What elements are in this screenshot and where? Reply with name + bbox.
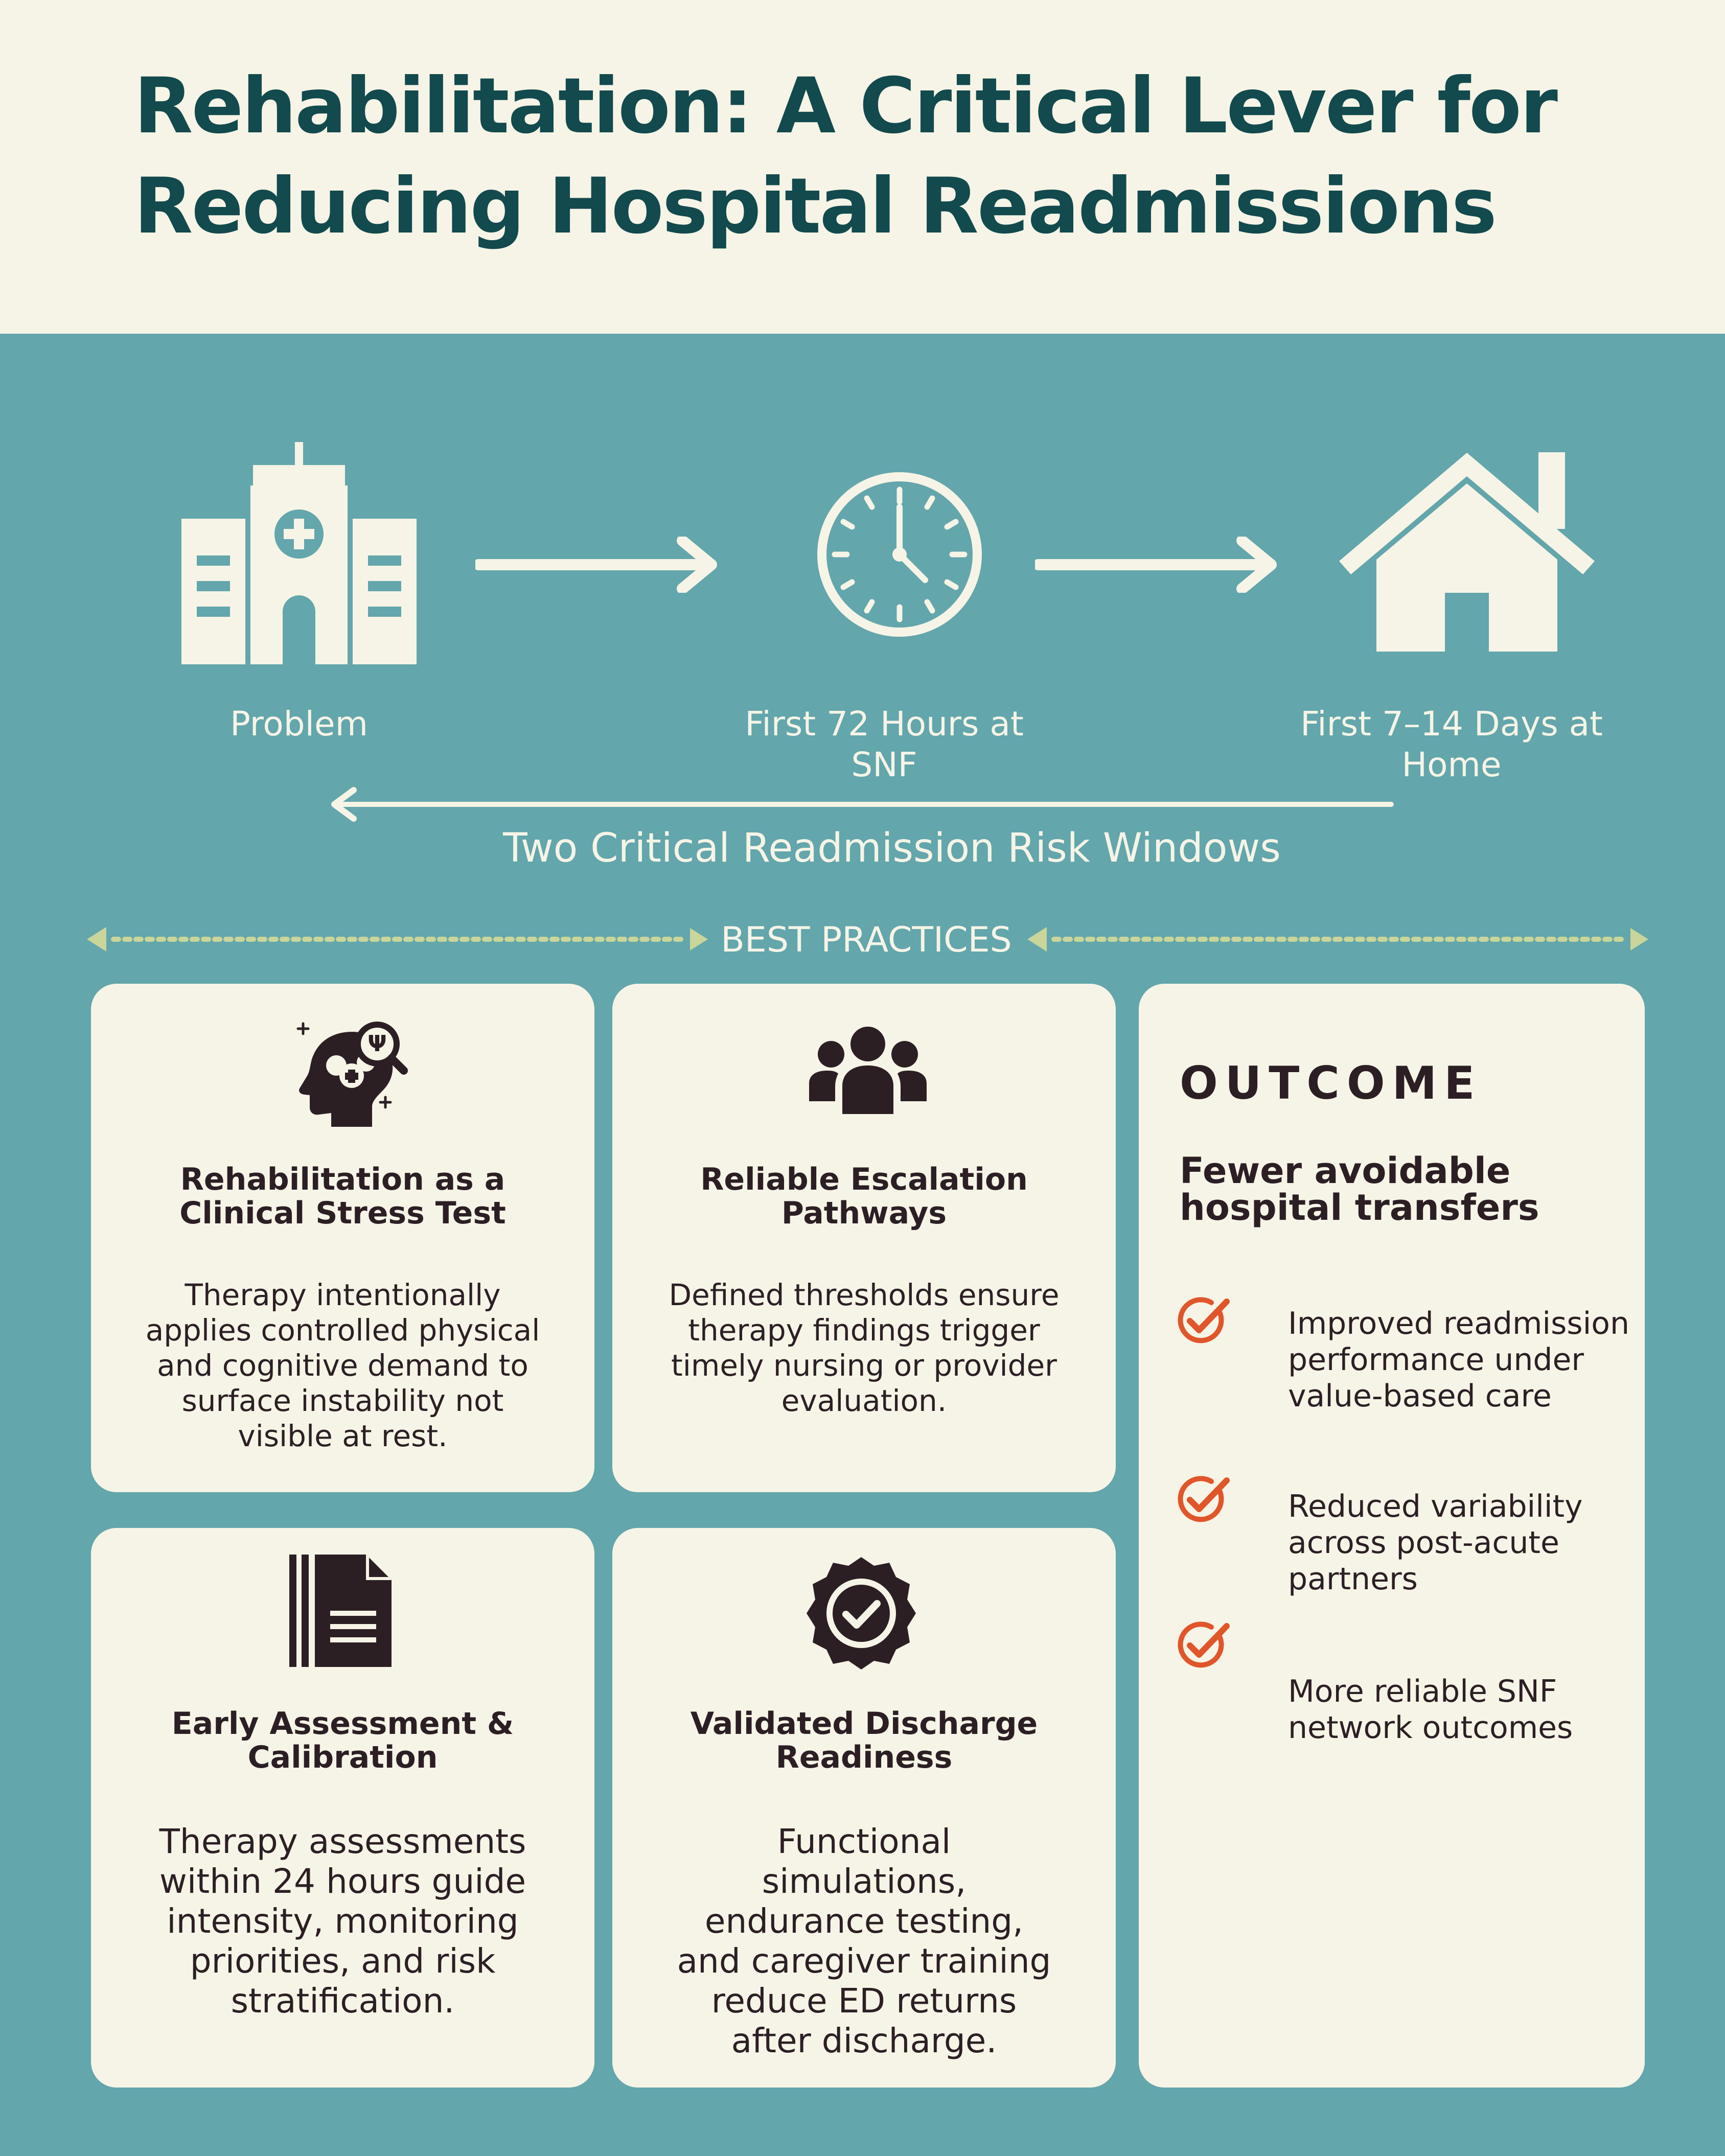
risk-windows-caption: Two Critical Readmission Risk Windows [503,825,1281,871]
card-title: Early Assessment & Calibration [171,1706,514,1775]
card-body: Therapy assessments within 24 hours guid… [159,1822,526,2021]
card-title: Validated Discharge Readiness [690,1706,1038,1775]
outcome-text: Reduced variability across post-acute pa… [1288,1489,1583,1597]
card-body: Functional simulations, endurance testin… [677,1822,1051,2060]
house-icon [1339,452,1595,652]
check-icon [1178,1621,1230,1668]
flow-step-label-snf: First 72 Hours at SNF [745,704,1024,784]
mind-assessment-icon: Ψ [296,1022,408,1127]
practice-card-early-assessment: Early Assessment & Calibration Therapy a… [91,1528,594,2088]
practice-card-discharge-readiness: Validated Discharge Readiness Functional… [612,1528,1116,2088]
outcome-subtitle: Fewer avoidable hospital transfers [1180,1150,1539,1228]
page-title: Rehabilitation: A Critical Lever for Red… [134,56,1667,257]
documents-icon [289,1555,392,1667]
practice-card-stress-test: Ψ Rehabilitation as a Clinical Stress Te… [91,984,594,1492]
check-icon [1178,1297,1230,1343]
team-group-icon [809,1027,927,1114]
best-practices-divider-right [1027,927,1648,952]
page-title-line-2: Reducing Hospital Readmissions [134,162,1497,251]
outcome-card: OUTCOME Fewer avoidable hospital transfe… [1139,984,1645,2088]
best-practices-divider-left [87,927,708,952]
clock-icon [817,472,982,637]
outcome-text: Improved readmission performance under v… [1288,1306,1630,1414]
flow-step-label-problem: Problem [230,704,368,744]
header-band: Rehabilitation: A Critical Lever for Red… [0,0,1725,334]
flow-arrow-right-2 [1035,537,1277,593]
flow-step-label-home: First 7–14 Days at Home [1300,704,1603,784]
card-title: Reliable Escalation Pathways [700,1162,1028,1231]
verified-badge-icon [807,1557,916,1670]
best-practices-label: BEST PRACTICES [721,920,1012,960]
hospital-icon [181,442,417,664]
return-arrow-left [331,787,1394,822]
svg-text:Ψ: Ψ [367,1031,386,1057]
check-icon [1178,1476,1230,1522]
card-body: Defined thresholds ensure therapy findin… [669,1278,1060,1418]
flow-arrow-right-1 [475,537,717,593]
outcome-heading: OUTCOME [1180,1057,1482,1109]
page-title-line-1: Rehabilitation: A Critical Lever for [134,62,1558,151]
card-body: Therapy intentionally applies controlled… [145,1278,540,1453]
practice-card-escalation: Reliable Escalation Pathways Defined thr… [612,984,1116,1492]
card-title: Rehabilitation as a Clinical Stress Test [179,1162,506,1231]
outcome-text: More reliable SNF network outcomes [1288,1674,1573,1746]
